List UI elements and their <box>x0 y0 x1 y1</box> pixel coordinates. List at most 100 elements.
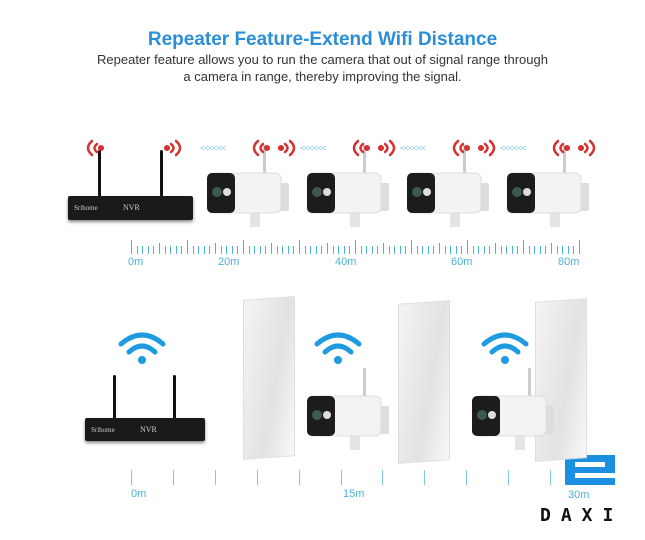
ruler-tick <box>256 470 258 485</box>
ruler-tick <box>209 246 211 254</box>
ruler-tick <box>489 246 491 254</box>
ruler-tick <box>579 240 580 254</box>
page-title: Repeater Feature-Extend Wifi Distance <box>147 29 498 50</box>
ruler-tick <box>332 246 334 254</box>
ruler-tick <box>299 240 300 254</box>
ruler-label: 30m <box>568 489 590 501</box>
ruler-tick <box>349 246 351 254</box>
ruler-tick <box>377 246 379 254</box>
ruler-tick <box>556 246 558 254</box>
ruler-tick <box>455 246 457 254</box>
repeater-chevrons: <<<<<< <box>300 143 327 153</box>
ruler-tick <box>181 246 183 254</box>
ruler-tick <box>265 246 267 254</box>
ruler-tick <box>198 246 200 254</box>
ruler-tick <box>164 246 166 254</box>
ruler-tick <box>382 470 384 485</box>
ruler-tick <box>310 246 312 254</box>
ruler-tick <box>424 470 426 485</box>
ruler-tick <box>534 246 536 254</box>
antenna <box>173 375 176 420</box>
ruler-tick <box>175 246 177 254</box>
ruler-tick <box>215 243 216 254</box>
ruler-tick <box>203 246 205 254</box>
camera-icon <box>307 145 389 227</box>
camera <box>205 145 295 230</box>
ruler-tick <box>433 246 435 254</box>
repeater-chevrons: <<<<<< <box>500 143 527 153</box>
ruler-tick <box>271 243 272 254</box>
camera <box>305 145 395 230</box>
ruler-tick <box>131 240 132 254</box>
ruler-tick <box>573 246 575 254</box>
ruler-label: 80m <box>558 256 580 268</box>
ruler-tick <box>259 246 261 254</box>
ruler-tick <box>388 246 390 254</box>
ruler-tick <box>405 246 407 254</box>
ruler-tick <box>220 246 222 254</box>
wifi-icon <box>480 330 530 371</box>
repeater-chevrons: <<<<<< <box>400 143 427 153</box>
ruler-tick <box>159 243 160 254</box>
camera-icon <box>472 368 554 450</box>
ruler-label: 20m <box>218 256 240 268</box>
antenna <box>113 375 116 420</box>
wifi-icon <box>117 330 167 371</box>
ruler-tick <box>136 246 138 254</box>
signal-right-icon <box>477 139 500 162</box>
ruler-tick <box>444 246 446 254</box>
camera <box>305 368 395 453</box>
subtitle-line-1: Repeater feature allows you to run the c… <box>97 52 548 67</box>
ruler-tick <box>170 246 172 254</box>
camera-icon <box>407 145 489 227</box>
ruler-tick <box>248 246 250 254</box>
ruler-tick <box>511 246 513 254</box>
nvr-label: NVR <box>140 425 157 434</box>
ruler-tick <box>360 246 362 254</box>
ruler-tick <box>315 246 317 254</box>
wifi-icon <box>313 330 363 371</box>
ruler-tick <box>495 243 496 254</box>
ruler-tick <box>506 246 508 254</box>
ruler-tick <box>366 246 368 254</box>
signal-left-icon <box>248 139 271 162</box>
signal-right-icon <box>163 139 186 162</box>
subtitle-line-2: a camera in range, thereby improving the… <box>183 69 462 84</box>
ruler-tick <box>517 246 519 254</box>
wall-panel <box>398 300 450 464</box>
signal-right-icon <box>277 139 300 162</box>
ruler-label: 60m <box>451 256 473 268</box>
nvr-brand: Srihome <box>74 204 98 212</box>
nvr-label: NVR <box>123 203 140 212</box>
ruler-tick <box>427 246 429 254</box>
ruler-tick <box>147 246 149 254</box>
ruler-tick <box>450 246 452 254</box>
signal-left-icon <box>448 139 471 162</box>
ruler-tick <box>466 470 468 485</box>
nvr-top: Srihome NVR <box>68 150 193 220</box>
ruler-tick <box>226 246 228 254</box>
signal-left-icon <box>548 139 571 162</box>
antenna <box>160 150 163 198</box>
ruler-tick <box>422 246 424 254</box>
ruler-tick <box>214 470 216 485</box>
camera-icon <box>507 145 589 227</box>
ruler-tick <box>550 470 551 485</box>
ruler-tick <box>237 246 239 254</box>
ruler-tick <box>343 246 345 254</box>
ruler-tick <box>371 246 373 254</box>
camera <box>405 145 495 230</box>
ruler-tick <box>327 243 328 254</box>
ruler-tick <box>321 246 323 254</box>
ruler-tick <box>461 246 463 254</box>
ruler-tick <box>243 240 244 254</box>
ruler-tick <box>131 470 132 485</box>
nvr-body: Srihome NVR <box>68 196 193 220</box>
nvr-brand: Srihome <box>91 426 115 434</box>
signal-right-icon <box>577 139 600 162</box>
ruler-tick <box>567 246 569 254</box>
ruler-tick <box>282 246 284 254</box>
ruler-tick <box>293 246 295 254</box>
ruler-tick <box>276 246 278 254</box>
ruler-tick <box>508 470 510 485</box>
